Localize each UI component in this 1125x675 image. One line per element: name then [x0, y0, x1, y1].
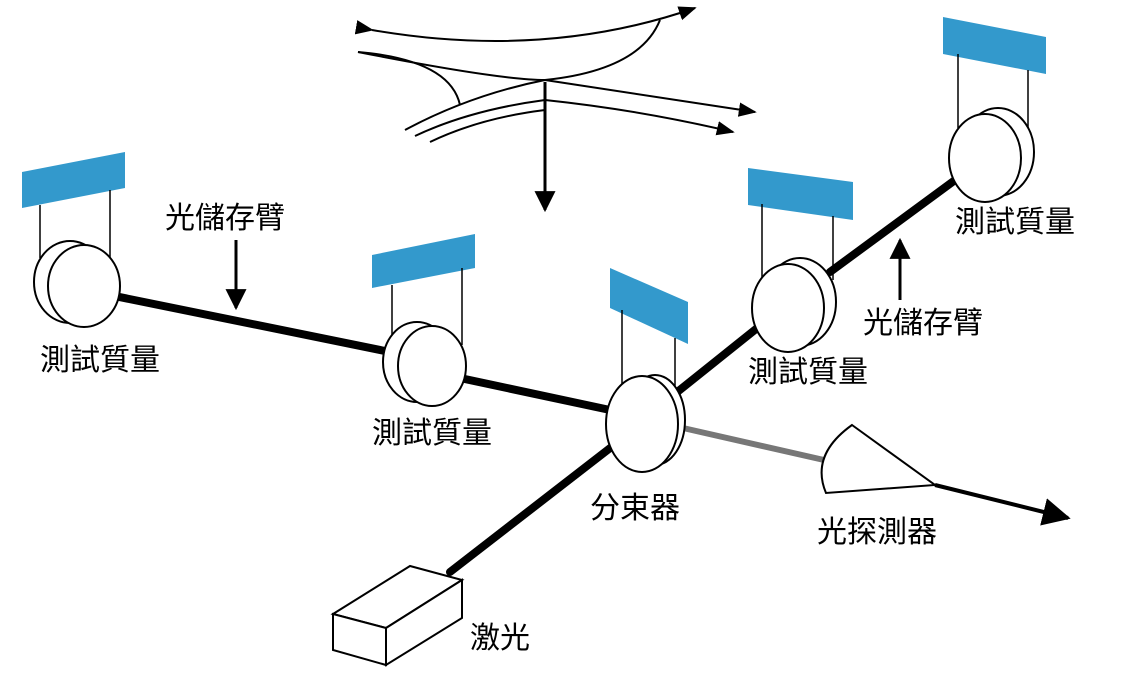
label-light-storage-arm-left: 光儲存臂	[165, 201, 285, 236]
laser-beam	[446, 424, 640, 576]
label-test-mass-inner-left: 測試質量	[372, 416, 492, 451]
test-mass-inner-right	[748, 168, 853, 353]
label-test-mass-far-right: 測試質量	[955, 205, 1075, 240]
left-arm-outer-beam	[81, 286, 394, 356]
beam-splitter	[605, 268, 688, 473]
test-mass-far-right	[943, 17, 1046, 203]
label-test-mass-far-left: 測試質量	[40, 343, 160, 378]
label-photodetector: 光探測器	[817, 515, 937, 550]
test-mass-far-left	[22, 152, 125, 328]
laser-box	[330, 564, 465, 667]
label-laser: 激光	[470, 621, 530, 656]
test-mass-inner-left	[372, 234, 475, 407]
label-light-storage-arm-right: 光儲存臂	[863, 306, 983, 341]
label-beam-splitter: 分束器	[590, 491, 680, 526]
gravitational-wave-icon	[354, 6, 757, 143]
photodetector-icon	[820, 423, 1071, 526]
output-beam	[680, 425, 827, 463]
label-test-mass-inner-right: 測試質量	[748, 355, 868, 390]
